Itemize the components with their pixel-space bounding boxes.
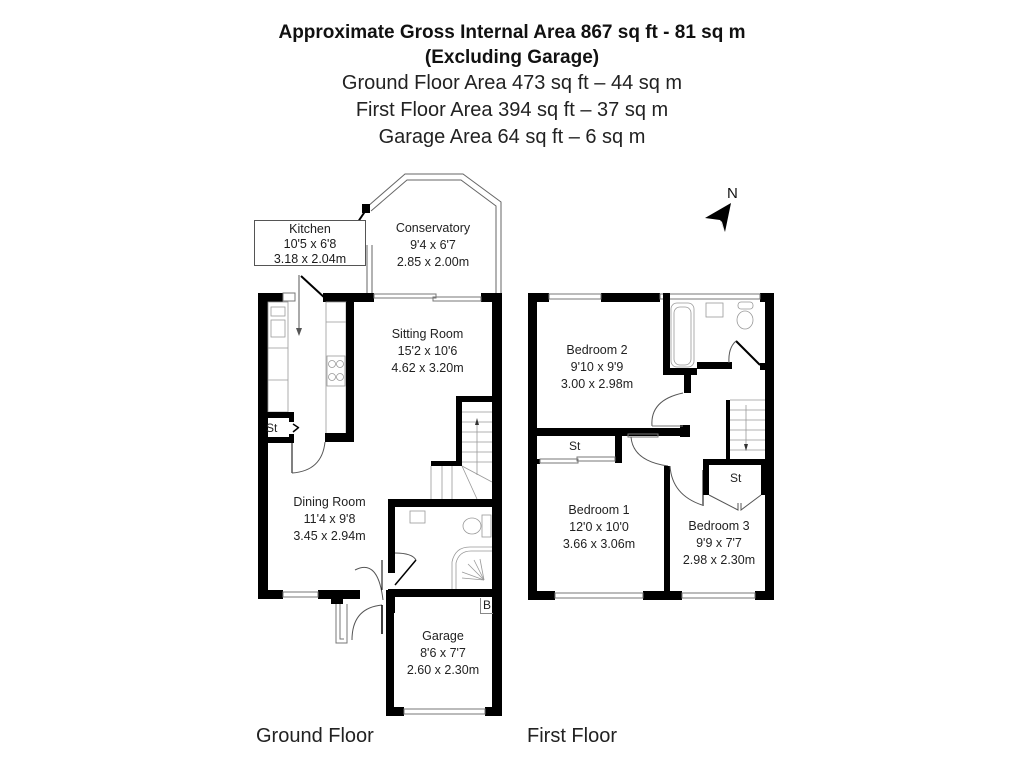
garage-area: Garage Area 64 sq ft – 6 sq m — [378, 126, 646, 148]
gross-area-title: Approximate Gross Internal Area 867 sq f… — [278, 22, 746, 43]
conservatory-pillar — [362, 204, 370, 213]
room-label-sitting-room: Sitting Room 15'2 x 10'6 4.62 x 3.20m — [391, 327, 464, 375]
plan-header: Approximate Gross Internal Area 867 sq f… — [0, 20, 1024, 151]
north-label: N — [727, 185, 738, 202]
room-label-garage: Garage 8'6 x 7'7 2.60 x 2.30m — [406, 629, 480, 677]
storage-label-ground: St — [266, 421, 278, 435]
boiler-label: B — [480, 598, 494, 614]
room-label-kitchen: Kitchen 10'5 x 6'8 3.18 x 2.04m — [254, 220, 366, 266]
room-label-conservatory: Conservatory 9'4 x 6'7 2.85 x 2.00m — [395, 221, 471, 269]
first-floor-label: First Floor — [527, 725, 617, 747]
room-label-bedroom-1: Bedroom 1 12'0 x 10'0 3.66 x 3.06m — [562, 503, 636, 551]
north-arrow-icon — [705, 203, 731, 232]
room-label-dining-room: Dining Room 11'4 x 9'8 3.45 x 2.94m — [293, 495, 366, 543]
excluding-garage-note: (Excluding Garage) — [424, 47, 600, 68]
conservatory-walls — [366, 173, 502, 296]
first-floor-area: First Floor Area 394 sq ft – 37 sq m — [355, 99, 669, 121]
east-wall — [492, 293, 502, 599]
room-label-bedroom-2: Bedroom 2 9'10 x 9'9 3.00 x 2.98m — [560, 343, 634, 391]
first-floor-plan — [528, 293, 774, 600]
storage-label-first-1: St — [569, 439, 581, 453]
ground-floor-area: Ground Floor Area 473 sq ft – 44 sq m — [341, 72, 683, 94]
room-label-bedroom-3: Bedroom 3 9'9 x 7'7 2.98 x 2.30m — [682, 519, 756, 567]
ground-floor-label: Ground Floor — [256, 725, 374, 747]
west-wall — [258, 293, 268, 599]
storage-label-first-2: St — [730, 471, 742, 485]
ground-floor-plan — [258, 173, 502, 716]
